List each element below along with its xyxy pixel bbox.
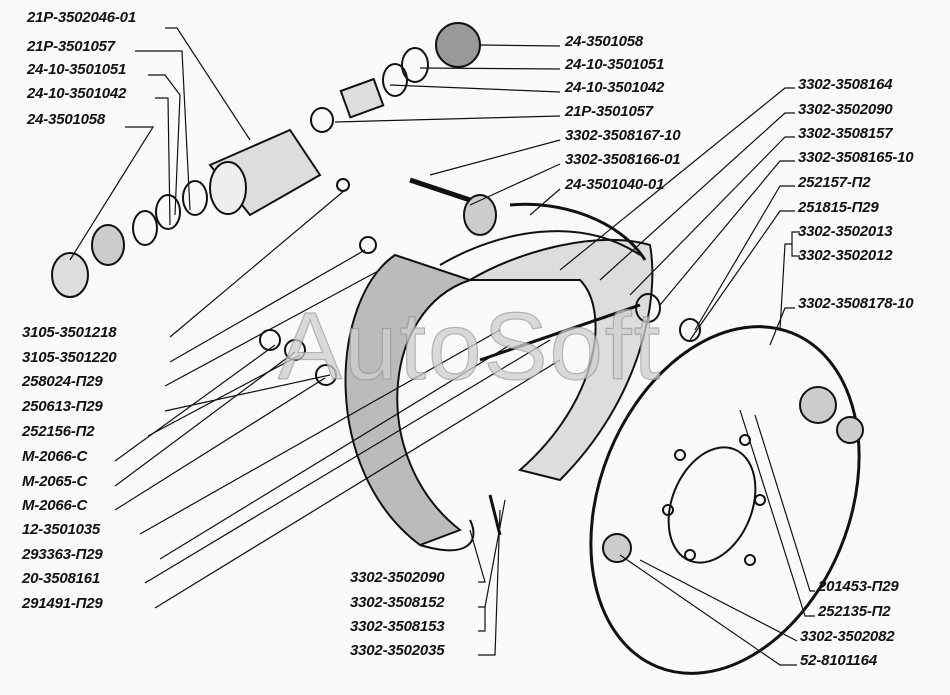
part-number-label: М-2066-С xyxy=(22,448,88,465)
part-number-label: 3302-3502090 xyxy=(350,569,445,586)
part-number-label: М-2065-С xyxy=(22,473,88,490)
part-number-label: 21P-3501057 xyxy=(27,38,115,55)
part-number-label: 24-10-3501042 xyxy=(565,79,665,96)
part-number-label: 291491-П29 xyxy=(22,595,103,612)
part-number-label: 24-3501040-01 xyxy=(565,176,665,193)
part-number-label: 201453-П29 xyxy=(818,578,899,595)
part-number-label: 24-10-3501051 xyxy=(27,61,127,78)
part-number-label: 3105-3501218 xyxy=(22,324,117,341)
part-number-label: 3302-3502035 xyxy=(350,642,445,659)
watermark: AutoSoft xyxy=(277,292,663,400)
part-number-label: 24-3501058 xyxy=(565,33,644,50)
part-number-label: 3302-3508157 xyxy=(798,125,893,142)
part-number-label: 251815-П29 xyxy=(798,199,879,216)
part-number-label: 3302-3508167-10 xyxy=(565,127,681,144)
part-number-label: 21P-3501057 xyxy=(565,103,653,120)
part-number-label: 52-8101164 xyxy=(800,652,877,669)
part-number-label: 24-3501058 xyxy=(27,111,106,128)
part-number-label: 293363-П29 xyxy=(22,546,103,563)
leader-lines xyxy=(69,27,815,666)
part-number-label: 3302-3502013 xyxy=(798,223,893,240)
part-number-label: 3302-3502090 xyxy=(798,101,893,118)
part-number-label: 3105-3501220 xyxy=(22,349,117,366)
part-number-label: 21P-3502046-01 xyxy=(27,9,136,26)
part-number-label: 252135-П2 xyxy=(818,603,891,620)
part-number-label: 24-10-3501051 xyxy=(565,56,665,73)
part-number-label: 3302-3508166-01 xyxy=(565,151,681,168)
wheel-cylinder xyxy=(51,22,701,386)
part-number-label: 3302-3502082 xyxy=(800,628,895,645)
part-number-label: 258024-П29 xyxy=(22,373,103,390)
part-number-label: 12-3501035 xyxy=(22,521,101,538)
backing-plate xyxy=(589,325,864,675)
part-number-label: 20-3508161 xyxy=(22,570,101,587)
part-number-label: 252156-П2 xyxy=(22,423,95,440)
part-number-label: 250613-П29 xyxy=(22,398,103,415)
part-number-label: 24-10-3501042 xyxy=(27,85,127,102)
part-number-label: 3302-3508178-10 xyxy=(798,295,914,312)
part-number-label: М-2066-С xyxy=(22,497,88,514)
part-number-label: 3302-3508153 xyxy=(350,618,445,635)
part-number-label: 3302-3508165-10 xyxy=(798,149,914,166)
part-number-label: 3302-3508164 xyxy=(798,76,893,93)
part-number-label: 3302-3502012 xyxy=(798,247,893,264)
part-number-label: 252157-П2 xyxy=(798,174,871,191)
part-number-label: 3302-3508152 xyxy=(350,594,445,611)
